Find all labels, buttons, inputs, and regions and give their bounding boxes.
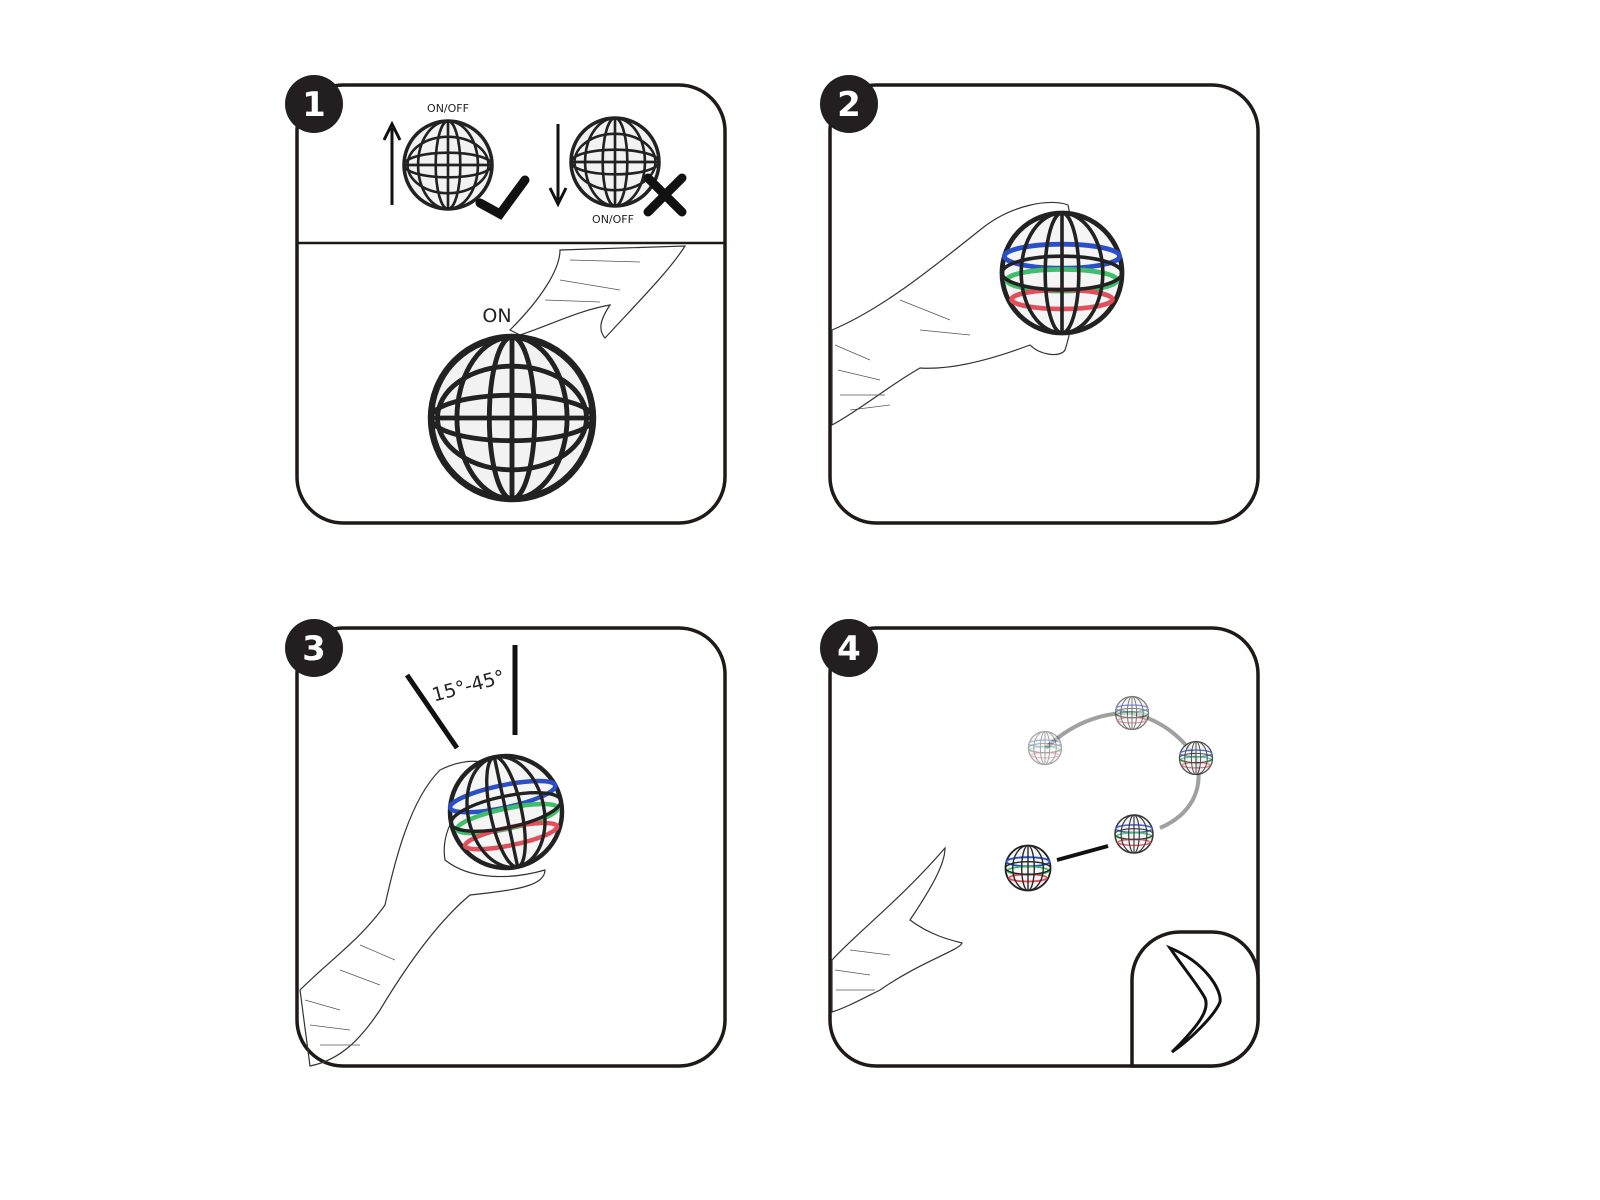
on-label: ON (482, 305, 511, 327)
ball-trail (1114, 695, 1150, 731)
arrow-down-icon (548, 124, 568, 208)
ball-large (431, 337, 593, 499)
boomerang-badge (1130, 930, 1260, 1068)
switch-up-label: ON/OFF (427, 102, 469, 115)
ball-switch-up (402, 119, 494, 211)
step-number: 2 (837, 85, 861, 125)
arrow-up-icon (382, 120, 402, 205)
angle-line-tilted (404, 673, 460, 750)
step-2-panel: 2 (820, 75, 1260, 525)
step-badge (285, 75, 343, 133)
step-4-panel: 4 (820, 619, 1260, 1068)
ball-trail (1114, 814, 1154, 854)
ball-lit (1002, 213, 1122, 333)
hand-throwing-sketch (831, 846, 963, 1013)
ball-trail (1178, 740, 1214, 776)
check-icon (475, 175, 530, 220)
step-number: 3 (302, 629, 326, 669)
ball-switch-down (569, 116, 661, 208)
ball-trail (1027, 730, 1063, 766)
switch-down-label: ON/OFF (592, 213, 634, 226)
flight-path (1044, 710, 1201, 830)
step-badge (820, 75, 878, 133)
step-number: 4 (837, 629, 861, 669)
ball-thrown (1004, 844, 1052, 892)
hand-holding-sketch (299, 760, 546, 1067)
step-badge (820, 619, 878, 677)
boomerang-icon (1165, 944, 1222, 1054)
step-3-panel: 15°-45° 3 (285, 619, 727, 1068)
throw-line (1056, 844, 1109, 862)
step-1-panel: ON/OFF ON/OFF ON 1 (285, 75, 727, 525)
step-badge (285, 619, 343, 677)
hand-pressing-sketch (508, 245, 687, 339)
cross-icon (643, 173, 687, 217)
step-number: 1 (302, 85, 326, 125)
